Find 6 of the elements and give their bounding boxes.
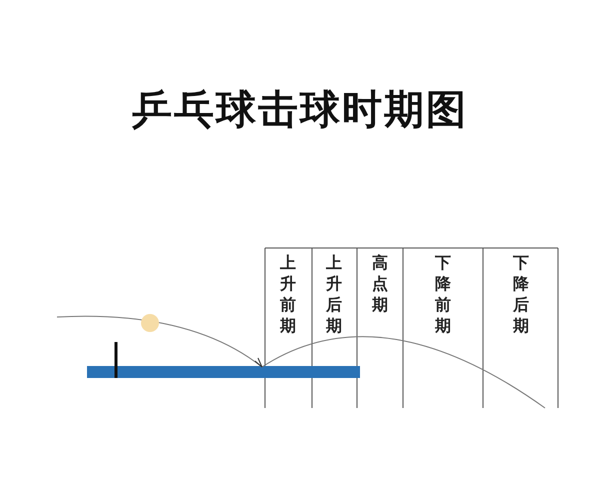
phase-label: 下降后期 <box>512 252 530 336</box>
title: 乒乓球击球时期图 <box>131 86 469 135</box>
phase-label: 下降前期 <box>434 252 452 336</box>
phase-label: 高点期 <box>371 252 389 315</box>
phase-label: 上升后期 <box>325 252 343 336</box>
phase-label: 上升前期 <box>279 252 297 336</box>
